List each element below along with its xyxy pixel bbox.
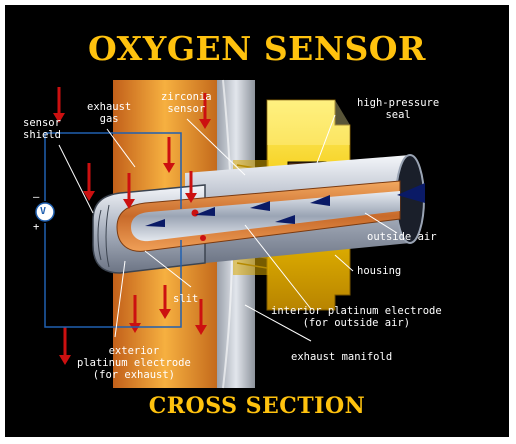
electrode-contact-top [191,209,199,217]
label-housing: housing [357,265,402,277]
minus-terminal: – [33,191,40,203]
airflow-arrows [145,183,425,227]
leader-lines [58,114,398,342]
diagram-title: OXYGEN SENSOR [88,29,426,68]
voltmeter [35,202,55,222]
label-exhaust-manifold: exhaust manifold [291,351,393,363]
diagram-subtitle: CROSS SECTION [148,393,366,419]
plus-terminal: + [33,221,40,233]
voltmeter-circuit [44,132,182,328]
electrode-contact-bottom [200,235,206,241]
label-outside-air: outside air [367,231,437,243]
air-channel [131,191,400,242]
label-interior-electrode: interior platinum electrode(for outside … [271,305,442,329]
sensor-illustration [35,79,425,389]
exhaust-flow-arrows [53,87,211,365]
label-slit: slit [173,293,199,305]
voltmeter-symbol: V [40,206,47,217]
